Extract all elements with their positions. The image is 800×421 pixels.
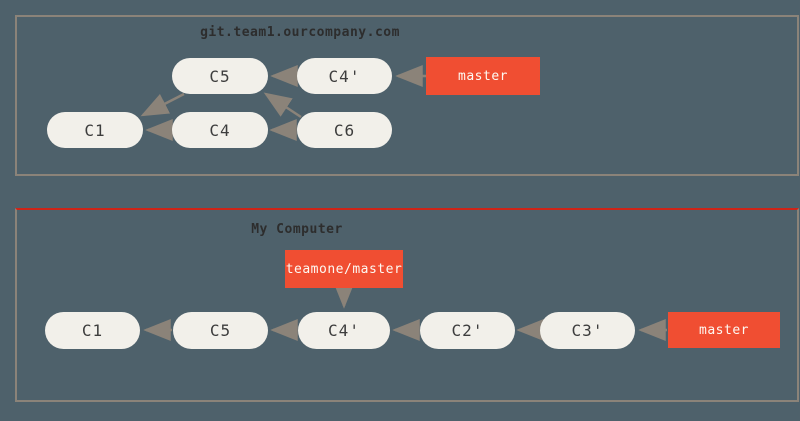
branch-label-master-remote: master	[426, 57, 540, 95]
commit-node-c4prime-remote: C4'	[297, 58, 392, 94]
remote-server-panel	[15, 15, 799, 176]
my-computer-panel	[15, 208, 799, 402]
commit-node-c3prime-local: C3'	[540, 312, 635, 349]
commit-node-c1-remote: C1	[47, 112, 143, 148]
commit-node-c6-remote: C6	[297, 112, 392, 148]
remote-panel-title: git.team1.ourcompany.com	[200, 25, 400, 40]
branch-label-teamone-master: teamone/master	[285, 250, 403, 288]
commit-node-c2prime-local: C2'	[420, 312, 515, 349]
commit-node-c4-remote: C4	[172, 112, 268, 148]
branch-label-master-local: master	[668, 312, 780, 348]
local-panel-title: My Computer	[251, 222, 343, 237]
commit-node-c4prime-local: C4'	[298, 312, 390, 349]
commit-node-c1-local: C1	[45, 312, 140, 349]
commit-node-c5-local: C5	[173, 312, 268, 349]
commit-node-c5-remote: C5	[172, 58, 268, 94]
